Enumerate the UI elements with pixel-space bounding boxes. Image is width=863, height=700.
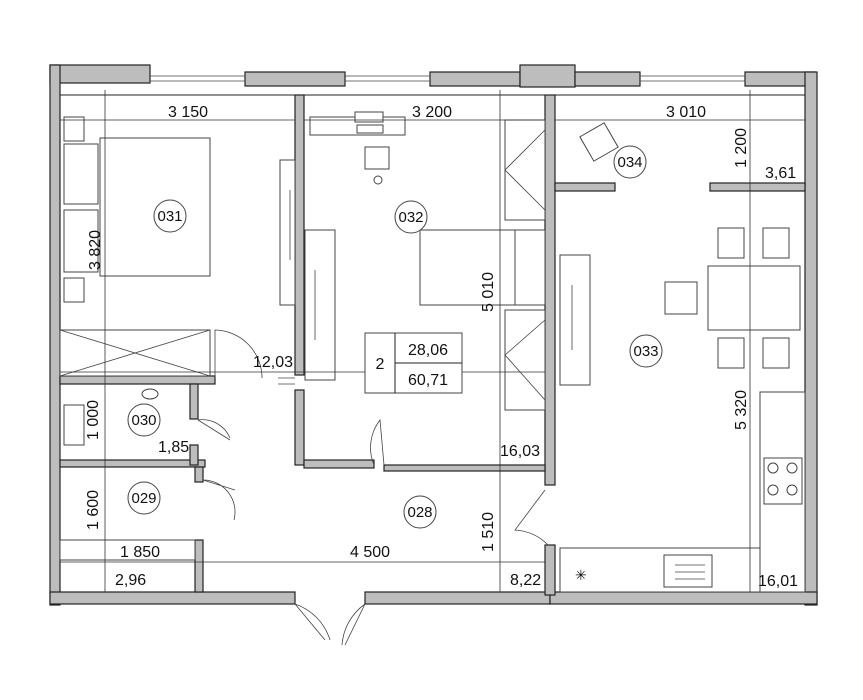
- room-030-area: 1,85: [158, 439, 189, 456]
- svg-text:✳: ✳: [575, 567, 587, 583]
- summary-living-area: 28,06: [408, 342, 448, 359]
- room-034-number: 034: [617, 154, 642, 171]
- dim-room032-depth: 5 010: [480, 272, 497, 312]
- doors: [197, 329, 549, 646]
- summary-rooms-count: 2: [376, 356, 385, 373]
- dim-bath-depth: 1 000: [85, 400, 102, 440]
- dim-wc-width: 1 850: [120, 544, 160, 561]
- room-028-area: 8,22: [510, 572, 541, 589]
- dim-bedroom-width: 3 150: [168, 104, 208, 121]
- outer-walls: [49, 64, 818, 606]
- dim-balcony-width: 3 010: [666, 104, 706, 121]
- interior-walls: [59, 94, 806, 596]
- dim-wc-depth: 1 600: [85, 490, 102, 530]
- summary-table: 2 28,06 60,71: [364, 332, 463, 394]
- room-032-number: 032: [398, 209, 423, 226]
- room-028-number: 028: [407, 504, 432, 521]
- dim-kitchen-depth: 5 320: [733, 390, 750, 430]
- dim-bedroom-depth: 3 820: [87, 230, 104, 270]
- room-029-area: 2,96: [115, 572, 146, 589]
- room-033-number: 033: [633, 343, 658, 360]
- dim-balcony-depth: 1 200: [733, 128, 750, 168]
- room-032-area: 16,03: [500, 443, 540, 460]
- furniture: ✳: [59, 111, 806, 593]
- room-031-area: 12,03: [253, 354, 293, 371]
- dimension-lines: [60, 90, 805, 592]
- dim-hall-depth: 1 510: [480, 512, 497, 552]
- room-029-number: 029: [131, 490, 156, 507]
- dim-room032-width: 3 200: [412, 104, 452, 121]
- room-031-number: 031: [157, 208, 182, 225]
- room-030-number: 030: [131, 412, 156, 429]
- room-034-area: 3,61: [765, 165, 796, 182]
- dim-hall-width: 4 500: [350, 544, 390, 561]
- room-labels: 031 032 033 034 030 029 028: [127, 145, 663, 529]
- area-labels: 12,03 16,03 16,01 3,61 1,85 2,96 8,22: [115, 165, 798, 590]
- dimension-texts: 3 150 3 200 3 010 1 200 3 820 5 010 5 32…: [85, 104, 750, 561]
- summary-total-area: 60,71: [408, 372, 448, 389]
- room-033-area: 16,01: [758, 573, 798, 590]
